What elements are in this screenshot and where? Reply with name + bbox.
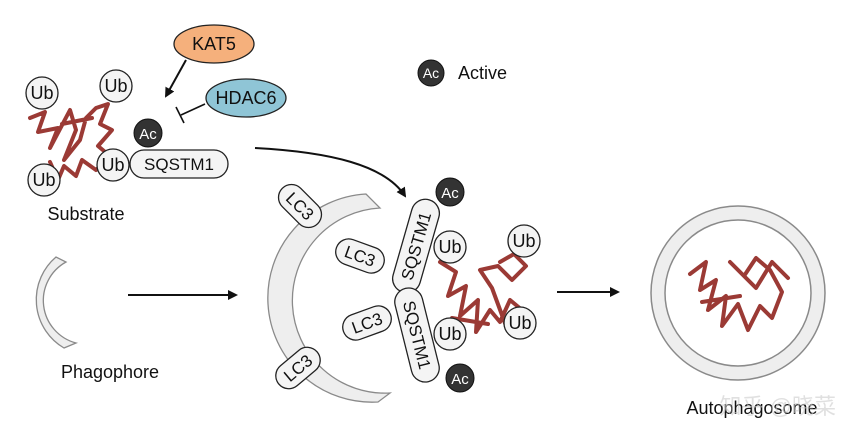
autophagosome-inner-membrane (664, 219, 812, 367)
autophagosome-caption: Autophagosome (686, 398, 817, 418)
legend: Ac Active (417, 59, 507, 87)
lc3-protein: LC3 (335, 238, 385, 274)
acetyl-label: Ac (451, 371, 469, 388)
watermark: 知乎 @晓菜 (720, 394, 836, 419)
acetyl-marker (445, 363, 475, 393)
ubiquitin-marker (503, 306, 537, 340)
legend-icon-text: Ac (423, 65, 439, 81)
ubiquitin-marker (507, 224, 541, 258)
ubiquitin-marker (99, 69, 133, 103)
ubiquitin-label: Ub (512, 231, 535, 251)
ubiquitin-label: Ub (32, 170, 55, 190)
acetyl-marker (435, 177, 465, 207)
ubiquitin-marker (433, 230, 467, 264)
acetyl-legend-icon (417, 59, 445, 87)
substrate-complex: Ub Ub Ub Ub SQSTM1 Ac (25, 69, 229, 197)
ubiquitin-label: Ub (30, 83, 53, 103)
acetyl-marker (133, 118, 163, 148)
substrate-caption: Substrate (47, 204, 124, 224)
phagophore-membrane (35, 256, 79, 349)
substrate-protein (438, 252, 528, 334)
substrate-protein (688, 256, 790, 332)
kat5-enzyme: KAT5 (173, 24, 255, 64)
substrate-protein (28, 102, 114, 182)
acetyl-label: Ac (441, 185, 459, 202)
autophagosome (650, 205, 826, 381)
acetyl-label: Ac (139, 126, 157, 143)
ubiquitin-label: Ub (104, 76, 127, 96)
recruitment-arrow (254, 147, 407, 198)
sqstm1-label: SQSTM1 (144, 155, 214, 174)
ubiquitin-marker (96, 148, 130, 182)
kat5-acetylation-arrow (165, 59, 187, 98)
hdac6-inhibition-line (175, 103, 206, 124)
ubiquitin-label: Ub (438, 237, 461, 257)
ubiquitin-marker (27, 163, 61, 197)
phagophore-caption: Phagophore (61, 362, 159, 382)
kat5-label: KAT5 (192, 34, 236, 54)
ubiquitin-label: Ub (438, 324, 461, 344)
lc3-protein: LC3 (342, 305, 392, 341)
legend-label: Active (458, 63, 507, 83)
ubiquitin-marker (433, 317, 467, 351)
hdac6-enzyme: HDAC6 (205, 78, 287, 118)
ubiquitin-label: Ub (101, 155, 124, 175)
ubiquitin-label: Ub (508, 313, 531, 333)
ubiquitin-marker (25, 76, 59, 110)
sqstm1-receptor (129, 149, 229, 179)
hdac6-label: HDAC6 (215, 88, 276, 108)
